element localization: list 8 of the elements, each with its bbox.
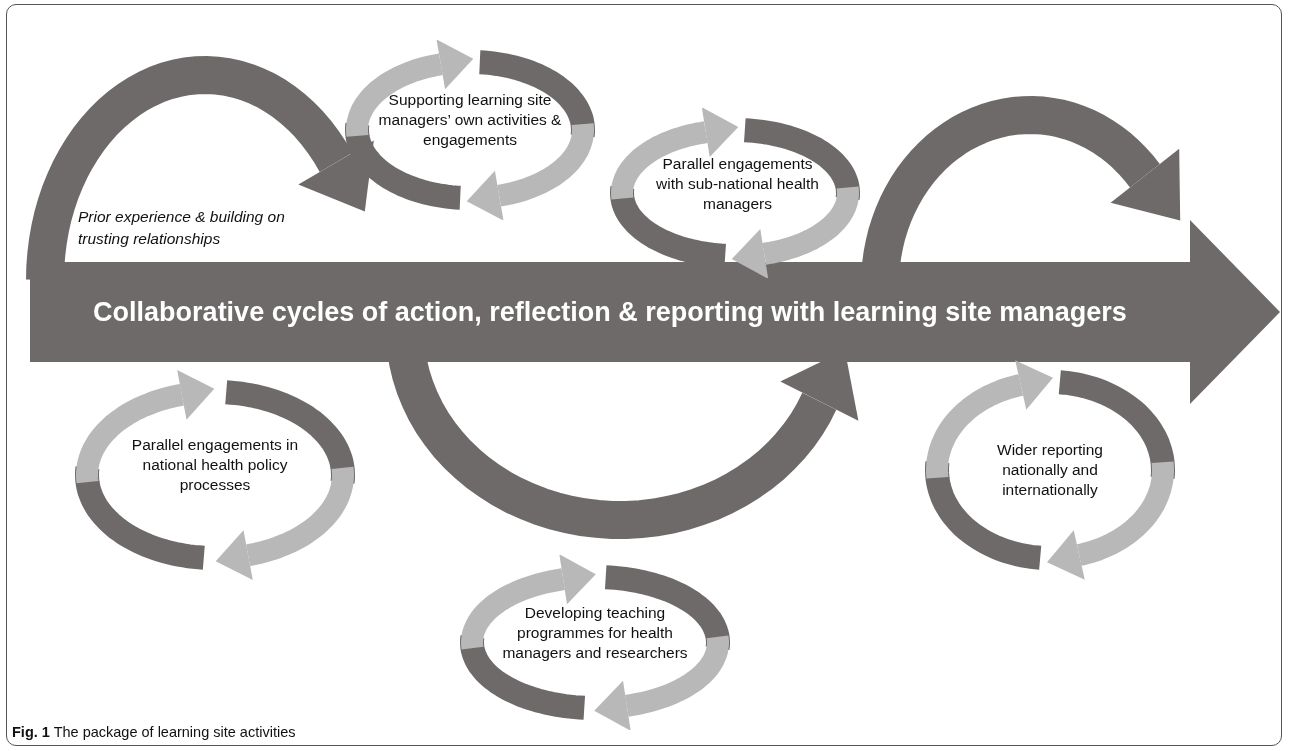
cycle-label: Parallel engagements in national health policy processes bbox=[130, 435, 300, 495]
cycle-label: Wider reporting nationally and internationally bbox=[996, 440, 1104, 500]
cycle-label: Developing teaching programmes for health managers and researchers bbox=[501, 603, 689, 663]
cycle-label: Parallel engagements with sub-national health managers bbox=[655, 154, 820, 214]
figure-caption: Fig. 1 The package of learning site activities bbox=[12, 724, 296, 740]
annotation-text: Prior experience & building on trusting relationships bbox=[78, 207, 286, 249]
cycle-label: Supporting learning site managers’ own activities & engagements bbox=[377, 90, 563, 150]
arrow-label: Collaborative cycles of action, reflection & reporting with learning site managers bbox=[92, 296, 1128, 329]
